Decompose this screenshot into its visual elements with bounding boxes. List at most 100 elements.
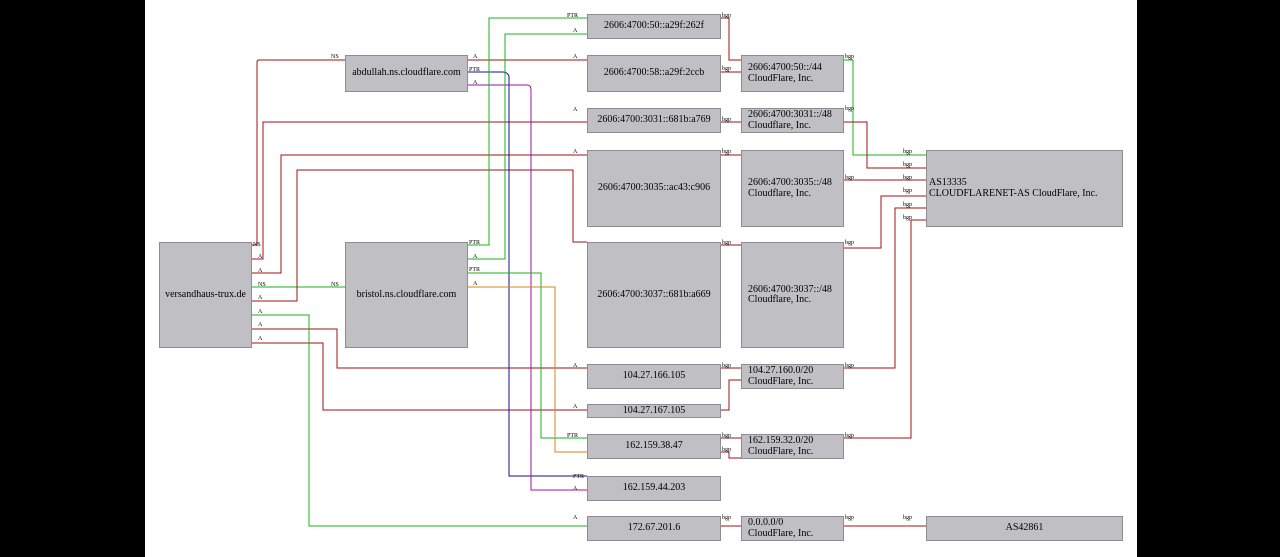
edge-label: bgp bbox=[845, 106, 854, 112]
ip-node-label: 162.159.44.203 bbox=[622, 482, 686, 494]
edge bbox=[468, 17, 587, 246]
ip-node[interactable]: 2606:4700:58::a29f:2ccb bbox=[587, 55, 721, 92]
ip-node-label: 172.67.201.6 bbox=[627, 522, 681, 534]
nameserver-node-label: bristol.ns.cloudflare.com bbox=[356, 288, 457, 300]
prefix-net: 162.159.32.0/20 bbox=[748, 435, 814, 446]
edge-label: bgp bbox=[845, 433, 854, 439]
edge bbox=[468, 71, 587, 477]
nameserver-node-abdullah[interactable]: abdullah.ns.cloudflare.com bbox=[345, 55, 468, 92]
edge bbox=[252, 59, 345, 246]
ip-node[interactable]: 2606:4700:50::a29f:262f bbox=[587, 14, 721, 39]
edge-label: A bbox=[473, 281, 478, 287]
ip-node-label: 104.27.166.105 bbox=[622, 370, 686, 382]
edge-label: bgp bbox=[903, 162, 912, 168]
edge-label: A bbox=[258, 295, 263, 301]
edge bbox=[252, 342, 587, 411]
ip-node[interactable]: 2606:4700:3035::ac43:c906 bbox=[587, 150, 721, 227]
as-number: AS42861 bbox=[1005, 522, 1044, 534]
nameserver-node-bristol[interactable]: bristol.ns.cloudflare.com bbox=[345, 242, 468, 348]
prefix-net: 2606:4700:3031::/48 bbox=[748, 109, 832, 120]
edge bbox=[468, 286, 587, 453]
as-name: CLOUDFLARENET-AS CloudFlare, Inc. bbox=[929, 187, 1098, 199]
edge-label: bgp bbox=[722, 433, 731, 439]
edge-label: bgp bbox=[722, 240, 731, 246]
prefix-net: 0.0.0.0/0 bbox=[748, 517, 784, 528]
nameserver-node-label: abdullah.ns.cloudflare.com bbox=[352, 67, 461, 79]
edge-label: bgp bbox=[903, 515, 912, 521]
edge-label: bgp bbox=[903, 188, 912, 194]
edge-label: bgp bbox=[903, 202, 912, 208]
edge-label: A bbox=[473, 54, 478, 60]
edge bbox=[252, 154, 587, 274]
ip-node-label: 2606:4700:58::a29f:2ccb bbox=[603, 67, 705, 79]
edge-label: PTR bbox=[469, 240, 480, 246]
edge-label: bgp bbox=[845, 54, 854, 60]
ip-node-label: 2606:4700:3037::681b:a669 bbox=[597, 288, 711, 300]
edge-label: bgp bbox=[903, 149, 912, 155]
edge-label: PTR bbox=[469, 67, 480, 73]
prefix-org: CloudFlare, Inc. bbox=[748, 445, 814, 457]
edge-label: bgp bbox=[845, 175, 854, 181]
edge bbox=[252, 328, 587, 369]
edge-label: A bbox=[573, 404, 578, 410]
edge-label: A bbox=[573, 54, 578, 60]
edge-label: bgp bbox=[903, 215, 912, 221]
edge-label: bgp bbox=[722, 447, 731, 453]
edge bbox=[468, 33, 587, 260]
edge bbox=[844, 219, 926, 439]
prefix-org: CloudFlare, Inc. bbox=[748, 527, 814, 539]
edge-label: NS bbox=[331, 282, 339, 288]
edge bbox=[721, 17, 741, 61]
edge-label: A bbox=[573, 107, 578, 113]
edge-label: bgp bbox=[722, 515, 731, 521]
ip-node[interactable]: 162.159.38.47 bbox=[587, 434, 721, 459]
edge-label: bgp bbox=[845, 240, 854, 246]
edge-label: A bbox=[258, 254, 263, 260]
as-node[interactable]: AS42861 bbox=[926, 516, 1123, 541]
edge-label: A bbox=[258, 268, 263, 274]
edge-label: bgp bbox=[722, 117, 731, 123]
edge bbox=[468, 84, 587, 491]
ip-node[interactable]: 162.159.44.203 bbox=[587, 476, 721, 501]
edge-label: A bbox=[473, 254, 478, 260]
edge bbox=[844, 59, 926, 156]
as-number: AS13335 bbox=[929, 177, 967, 188]
edge-label: PTR bbox=[567, 433, 578, 439]
edge-label: A bbox=[573, 149, 578, 155]
edge-label: bgp bbox=[722, 13, 731, 19]
edge bbox=[844, 207, 926, 369]
ip-node[interactable]: 172.67.201.6 bbox=[587, 516, 721, 541]
edge-label: bgp bbox=[722, 66, 731, 72]
prefix-org: CloudFlare, Inc. bbox=[748, 72, 814, 84]
ip-node[interactable]: 2606:4700:3031::681b:a769 bbox=[587, 108, 721, 133]
ip-node[interactable]: 104.27.166.105 bbox=[587, 364, 721, 389]
edge bbox=[844, 121, 926, 169]
ip-node-label: 162.159.38.47 bbox=[625, 440, 683, 452]
edge-label: A bbox=[573, 515, 578, 521]
ip-node-label: 104.27.167.105 bbox=[622, 404, 686, 416]
prefix-net: 2606:4700:3035::/48 bbox=[748, 177, 832, 188]
edge-label: A bbox=[258, 322, 263, 328]
domain-node[interactable]: versandhaus-trux.de bbox=[159, 242, 252, 348]
edge bbox=[721, 379, 741, 411]
ip-node[interactable]: 104.27.167.105 bbox=[587, 404, 721, 418]
edge-label: A bbox=[573, 28, 578, 34]
edge bbox=[252, 314, 587, 527]
ip-node[interactable]: 2606:4700:3037::681b:a669 bbox=[587, 242, 721, 348]
edge-label: A bbox=[258, 336, 263, 342]
ip-node-label: 2606:4700:3035::ac43:c906 bbox=[597, 182, 711, 194]
edge bbox=[252, 169, 587, 302]
prefix-net: 2606:4700:50::/44 bbox=[748, 62, 822, 73]
edge bbox=[468, 272, 587, 439]
edge bbox=[844, 195, 926, 249]
edge-label: PTR bbox=[567, 13, 578, 19]
